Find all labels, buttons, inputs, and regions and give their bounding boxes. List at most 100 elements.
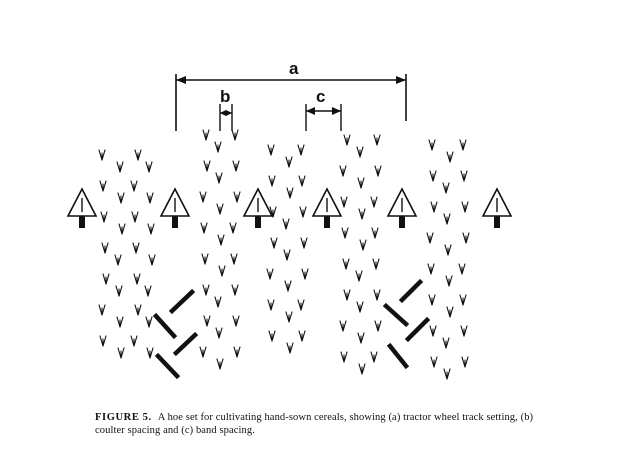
hoe-blade xyxy=(66,187,98,228)
seedling xyxy=(147,223,155,235)
seedling xyxy=(283,249,291,261)
seedling xyxy=(215,327,223,339)
seedling xyxy=(214,141,222,153)
seedling xyxy=(233,346,241,358)
seedling xyxy=(285,311,293,323)
seedling xyxy=(146,347,154,359)
seedling xyxy=(116,316,124,328)
label-a: a xyxy=(289,59,299,78)
track-bar xyxy=(404,316,431,343)
seedling xyxy=(460,325,468,337)
track-bar xyxy=(382,302,410,328)
dimension-b xyxy=(219,104,233,131)
seedling xyxy=(231,284,239,296)
seedling xyxy=(99,335,107,347)
hoe-blade xyxy=(159,187,191,228)
seedling xyxy=(340,196,348,208)
seedling xyxy=(145,316,153,328)
seedling xyxy=(267,299,275,311)
seedling xyxy=(339,320,347,332)
seedling xyxy=(214,296,222,308)
dimension-a xyxy=(175,74,407,131)
seedling xyxy=(98,304,106,316)
seedling xyxy=(460,170,468,182)
seedling xyxy=(443,368,451,380)
seedling xyxy=(134,149,142,161)
seedling xyxy=(340,351,348,363)
seedling xyxy=(101,242,109,254)
seedling xyxy=(268,330,276,342)
seedling xyxy=(217,234,225,246)
seedling xyxy=(301,268,309,280)
seedling xyxy=(117,347,125,359)
seedling xyxy=(298,175,306,187)
seedling xyxy=(286,187,294,199)
seedling xyxy=(216,203,224,215)
seedling xyxy=(446,151,454,163)
track-bar xyxy=(398,278,424,304)
seedling xyxy=(373,134,381,146)
crop-rows xyxy=(98,129,470,380)
seedling xyxy=(357,177,365,189)
track-bar xyxy=(154,352,181,380)
hoe-blade xyxy=(242,187,274,228)
seedling xyxy=(145,161,153,173)
seedling xyxy=(339,165,347,177)
seedling xyxy=(300,237,308,249)
seedling xyxy=(442,182,450,194)
seedling xyxy=(459,139,467,151)
seedling xyxy=(430,356,438,368)
seedling xyxy=(429,170,437,182)
seedling xyxy=(130,180,138,192)
seedling xyxy=(99,180,107,192)
seedling xyxy=(358,208,366,220)
seedling xyxy=(201,253,209,265)
seedling xyxy=(428,294,436,306)
seedling xyxy=(118,223,126,235)
seedling xyxy=(374,320,382,332)
seedling xyxy=(233,191,241,203)
seedling xyxy=(282,218,290,230)
dimension-c xyxy=(305,104,342,131)
seedling xyxy=(202,129,210,141)
hoe-blade xyxy=(386,187,418,228)
label-b: b xyxy=(220,87,230,106)
seedling xyxy=(373,289,381,301)
seedling xyxy=(144,285,152,297)
figure-caption: FIGURE 5.A hoe set for cultivating hand-… xyxy=(95,411,535,437)
seedling xyxy=(446,306,454,318)
seedling xyxy=(133,273,141,285)
seedling xyxy=(148,254,156,266)
seedling xyxy=(216,358,224,370)
hoe-blades xyxy=(66,187,513,228)
hoe-blade xyxy=(481,187,513,228)
seedling xyxy=(284,280,292,292)
seedling xyxy=(232,315,240,327)
seedling xyxy=(102,273,110,285)
seedling xyxy=(298,330,306,342)
seedling xyxy=(100,211,108,223)
seedling xyxy=(343,289,351,301)
seedling xyxy=(462,232,470,244)
seedling xyxy=(358,363,366,375)
hoe-blade xyxy=(311,187,343,228)
seedling xyxy=(428,139,436,151)
seedling xyxy=(132,242,140,254)
track-bar xyxy=(168,288,196,315)
seedling xyxy=(359,239,367,251)
seedling xyxy=(202,284,210,296)
track-bar xyxy=(152,312,178,340)
seedling xyxy=(116,161,124,173)
seedling xyxy=(356,301,364,313)
seedling xyxy=(230,253,238,265)
caption-text: A hoe set for cultivating hand-sown cere… xyxy=(95,412,534,436)
seedling xyxy=(461,356,469,368)
seedling xyxy=(218,265,226,277)
seedling xyxy=(356,146,364,158)
track-bar xyxy=(172,331,199,357)
seedling xyxy=(285,156,293,168)
seedling xyxy=(426,232,434,244)
seedling xyxy=(115,285,123,297)
seedling xyxy=(458,263,466,275)
seedling xyxy=(231,129,239,141)
